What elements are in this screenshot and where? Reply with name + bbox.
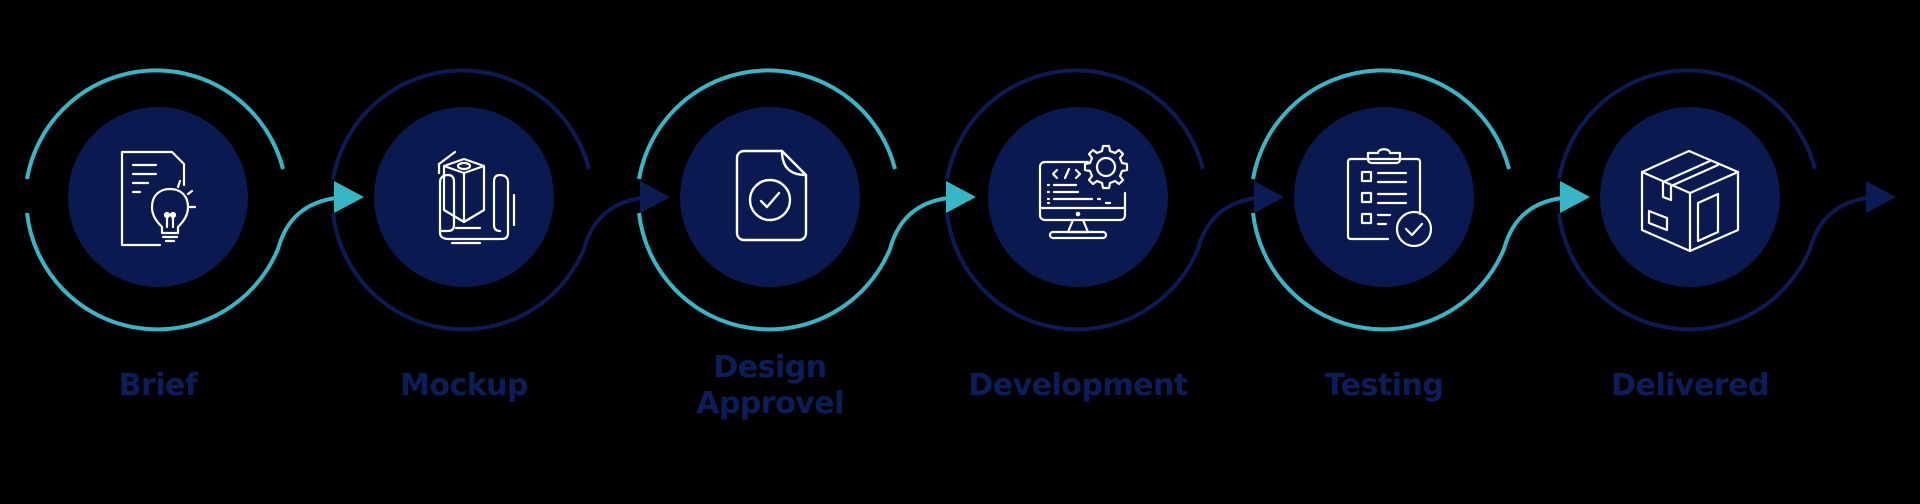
step-brief: Brief bbox=[5, 0, 311, 500]
step-design-approval-graphic bbox=[637, 68, 978, 332]
3d-prototype-blueprint-icon bbox=[437, 150, 516, 245]
step-label-testing: Testing bbox=[1324, 368, 1444, 403]
step-mockup: Mockup bbox=[311, 0, 617, 500]
step-delivered-graphic bbox=[1557, 68, 1898, 332]
step-delivered: Delivered bbox=[1537, 0, 1843, 500]
step-testing-graphic bbox=[1251, 68, 1592, 332]
step-development-graphic bbox=[945, 68, 1286, 332]
inner-circle bbox=[988, 107, 1168, 287]
step-design-approval: Design Approvel bbox=[617, 0, 923, 500]
document-lightbulb-icon bbox=[120, 150, 197, 247]
step-label-development: Development bbox=[968, 368, 1188, 403]
step-label-line-1: Design bbox=[713, 350, 827, 385]
step-mockup-graphic bbox=[331, 68, 672, 332]
step-testing: Testing bbox=[1231, 0, 1537, 500]
step-label-design-approval: Design Approvel bbox=[617, 350, 923, 422]
document-check-icon bbox=[735, 149, 808, 242]
step-label-brief: Brief bbox=[118, 368, 198, 403]
inner-circle bbox=[68, 107, 248, 287]
step-development: Development bbox=[925, 0, 1231, 500]
step-label-mockup: Mockup bbox=[399, 368, 529, 403]
monitor-code-gear-icon bbox=[1038, 144, 1129, 240]
step-label-line-2: Approvel bbox=[696, 386, 844, 421]
step-label-delivered: Delivered bbox=[1611, 368, 1769, 403]
package-box-icon bbox=[1640, 149, 1740, 253]
clipboard-checklist-icon bbox=[1346, 148, 1433, 248]
step-brief-graphic bbox=[25, 68, 366, 332]
inner-circle bbox=[1294, 107, 1474, 287]
inner-circle bbox=[680, 107, 860, 287]
